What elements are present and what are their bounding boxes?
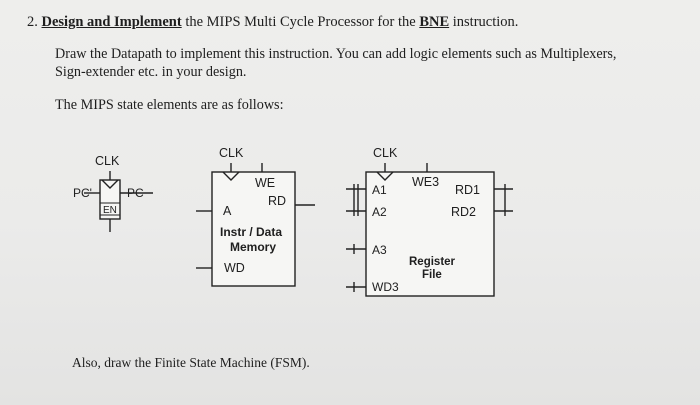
heading-bold: Design and Implement (41, 14, 182, 30)
regfile-a3-label: A3 (372, 243, 387, 257)
pc-output-label: PC (127, 186, 144, 200)
regfile-clk-label: CLK (373, 146, 398, 160)
pc-enable-label: EN (103, 205, 117, 216)
draw-instruction-line1: Draw the Datapath to implement this inst… (55, 46, 617, 62)
regfile-wd3-label: WD3 (372, 280, 399, 294)
regfile-we3-label: WE3 (412, 175, 439, 189)
fsm-instruction: Also, draw the Finite State Machine (FSM… (72, 355, 310, 370)
memory-name-line1: Instr / Data (220, 225, 282, 239)
regfile-name-line1: Register (409, 256, 456, 268)
state-elements-intro: The MIPS state elements are as follows: (55, 97, 284, 113)
regfile-a1-label: A1 (372, 183, 387, 197)
memory-rd-label: RD (268, 194, 286, 208)
register-file-box (365, 171, 495, 297)
pc-input-label: PC' (73, 186, 92, 200)
memory-box (211, 171, 296, 287)
pc-clk-label: CLK (95, 154, 120, 168)
regfile-rd2-label: RD2 (451, 205, 476, 219)
heading-end: instruction. (449, 14, 519, 30)
memory-wd-label: WD (224, 261, 245, 275)
regfile-a2-label: A2 (372, 205, 387, 219)
heading-instruction: BNE (419, 14, 450, 30)
memory-clk-label: CLK (219, 146, 244, 160)
memory-we-label: WE (255, 176, 275, 190)
question-heading: 2. Design and Implement the MIPS Multi C… (27, 14, 518, 31)
draw-instruction-line2: Sign-extender etc. in your design. (55, 64, 247, 80)
memory-name-line2: Memory (230, 240, 276, 254)
heading-mid: the MIPS Multi Cycle Processor for the (181, 14, 420, 30)
regfile-name-line2: File (422, 269, 442, 281)
question-number: 2. (27, 14, 38, 30)
regfile-rd1-label: RD1 (455, 183, 480, 197)
memory-a-label: A (223, 204, 232, 218)
